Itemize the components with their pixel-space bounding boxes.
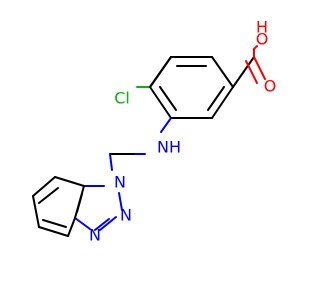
triazole-bond [118,192,123,211]
ring-inner-bond [159,86,177,111]
amino-linker: NH [109,117,181,171]
benzene-inner-bond [42,219,67,228]
benzoic-ring [149,56,234,119]
benzene-ring-bond [32,195,40,228]
ring-bond [211,86,234,119]
benzene-ring-bond [67,217,76,237]
c-cl-bond [149,56,172,88]
molecule-structure: O H O Cl NH [32,18,277,245]
benzene-inner-bond [76,193,83,213]
ch2-triazole-bond [109,153,113,171]
benzene-ring-bond [32,176,56,197]
carbonyl-oxygen-label: O [264,77,277,96]
hydroxyl-hydrogen-label: H [256,18,268,37]
benzotriazole-group: N N N [32,173,132,245]
ring-bond [149,86,172,119]
chlorine-label: Cl [114,89,130,108]
triazole-n3-label: N [89,226,101,245]
carboxyl-oh-bond [253,45,258,50]
ring-inner-bond [207,86,225,111]
carbonyl-bond [245,60,258,84]
ring-n-bond [160,117,172,133]
triazole-n2-label: N [120,206,132,225]
benzene-ring-bond [38,226,69,237]
triazole-bond [99,216,117,231]
triazole-ring-bond [74,217,91,230]
nh-label: NH [157,138,181,157]
ring-bond [211,56,234,88]
carboxylic-acid-group: O H O [232,18,277,96]
triazole-n1-label: N [114,173,126,192]
benzene-inner-bond [38,187,59,204]
carboxyl-c-bond [232,56,255,88]
carbonyl-bond [253,56,266,80]
benzene-ring-bond [54,176,85,187]
triazole-double-bond [94,218,110,231]
hydroxyl-oxygen-label: O [256,30,269,49]
molecule-canvas: O H O Cl NH [32,18,277,245]
chlorine-substituent: Cl [114,56,172,108]
